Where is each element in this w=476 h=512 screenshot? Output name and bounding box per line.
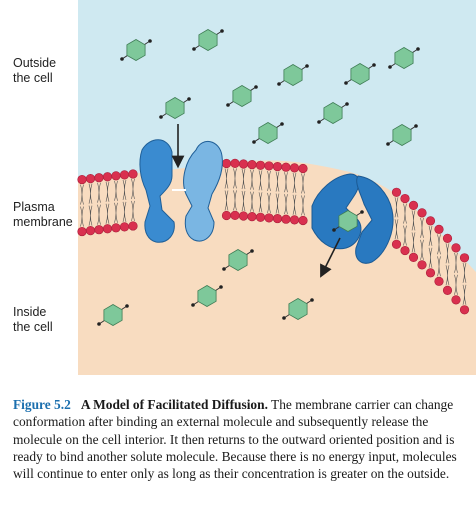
phospholipid-head bbox=[119, 222, 130, 232]
phospholipid-head bbox=[434, 276, 444, 286]
phospholipid-head bbox=[459, 253, 470, 263]
membrane-label: Plasma membrane bbox=[13, 200, 73, 229]
phospholipid-head bbox=[272, 213, 283, 224]
hexagon-molecule-icon bbox=[252, 122, 284, 144]
figure-title: A Model of Facilitated Diffusion. bbox=[80, 397, 268, 412]
phospholipid-head bbox=[451, 295, 461, 305]
phospholipid-head bbox=[289, 215, 300, 225]
phospholipid-head bbox=[77, 174, 87, 185]
hexagon-molecule-icon bbox=[97, 304, 129, 326]
phospholipid-head bbox=[238, 159, 249, 169]
phospholipid-head bbox=[417, 260, 427, 270]
phospholipid-head bbox=[281, 214, 291, 224]
phospholipid-head bbox=[442, 285, 453, 295]
phospholipid-head bbox=[111, 223, 121, 233]
phospholipid-head bbox=[94, 225, 104, 235]
phospholipid-head bbox=[221, 158, 232, 169]
hexagon-molecule-icon bbox=[388, 47, 420, 69]
phospholipid-head bbox=[230, 210, 240, 220]
phospholipid-head bbox=[425, 216, 436, 226]
figure-caption: Figure 5.2 A Model of Facilitated Diffus… bbox=[13, 396, 465, 482]
phospholipid-head bbox=[298, 215, 308, 226]
caption-body: The membrane carrier can change conforma… bbox=[13, 397, 457, 482]
phospholipid-head bbox=[230, 158, 240, 168]
hexagon-molecule-icon bbox=[226, 85, 258, 107]
facilitated-diffusion-figure bbox=[77, 0, 476, 375]
phospholipid-head bbox=[85, 226, 96, 236]
phospholipid-head bbox=[425, 268, 436, 278]
phospholipid-head bbox=[119, 170, 130, 180]
hexagon-molecule-icon bbox=[277, 64, 309, 86]
phospholipid-head bbox=[281, 162, 291, 172]
carrier-protein-open-outside bbox=[139, 139, 223, 243]
down-arrow-icon bbox=[320, 237, 341, 278]
phospholipid-head bbox=[451, 243, 461, 253]
phospholipid-head bbox=[247, 212, 257, 222]
hexagon-molecule-icon bbox=[317, 102, 349, 124]
phospholipid-head bbox=[264, 161, 274, 171]
phospholipid-head bbox=[442, 233, 453, 243]
phospholipid-head bbox=[111, 171, 121, 181]
lipid-bilayer bbox=[77, 158, 470, 315]
figure-number: Figure 5.2 bbox=[13, 397, 71, 412]
phospholipid-head bbox=[434, 224, 444, 234]
hexagon-molecule-icon bbox=[282, 298, 314, 320]
hexagon-molecule-icon bbox=[386, 124, 418, 146]
phospholipid-head bbox=[128, 221, 138, 231]
phospholipid-head bbox=[400, 245, 410, 256]
phospholipid-head bbox=[391, 239, 402, 249]
hexagon-molecule-icon bbox=[332, 210, 364, 232]
hexagon-molecule-icon bbox=[120, 39, 152, 61]
phospholipid-head bbox=[238, 211, 249, 221]
hexagon-molecule-icon bbox=[192, 29, 224, 51]
phospholipid-head bbox=[221, 210, 232, 221]
solute-molecules bbox=[97, 29, 420, 326]
phospholipid-head bbox=[255, 160, 266, 170]
phospholipid-head bbox=[289, 163, 300, 173]
phospholipid-head bbox=[102, 172, 113, 182]
phospholipid-head bbox=[408, 252, 419, 263]
phospholipid-head bbox=[459, 305, 470, 315]
hexagon-molecule-icon bbox=[159, 97, 191, 119]
phospholipid-head bbox=[94, 173, 104, 183]
phospholipid-head bbox=[255, 212, 266, 222]
phospholipid-head bbox=[408, 200, 419, 211]
outside-label: Outside the cell bbox=[13, 56, 57, 85]
phospholipid-head bbox=[264, 213, 274, 223]
phospholipid-head bbox=[128, 169, 138, 179]
phospholipid-head bbox=[85, 174, 96, 184]
hexagon-molecule-icon bbox=[191, 285, 223, 307]
hexagon-molecule-icon bbox=[222, 249, 254, 271]
hexagon-molecule-icon bbox=[344, 63, 376, 85]
phospholipid-head bbox=[102, 224, 113, 234]
phospholipid-head bbox=[400, 193, 410, 204]
phospholipid-head bbox=[391, 187, 402, 197]
phospholipid-head bbox=[247, 160, 257, 170]
inside-label: Inside the cell bbox=[13, 305, 53, 334]
phospholipid-head bbox=[77, 226, 87, 237]
phospholipid-head bbox=[298, 163, 308, 174]
phospholipid-head bbox=[417, 208, 427, 218]
phospholipid-head bbox=[272, 161, 283, 172]
